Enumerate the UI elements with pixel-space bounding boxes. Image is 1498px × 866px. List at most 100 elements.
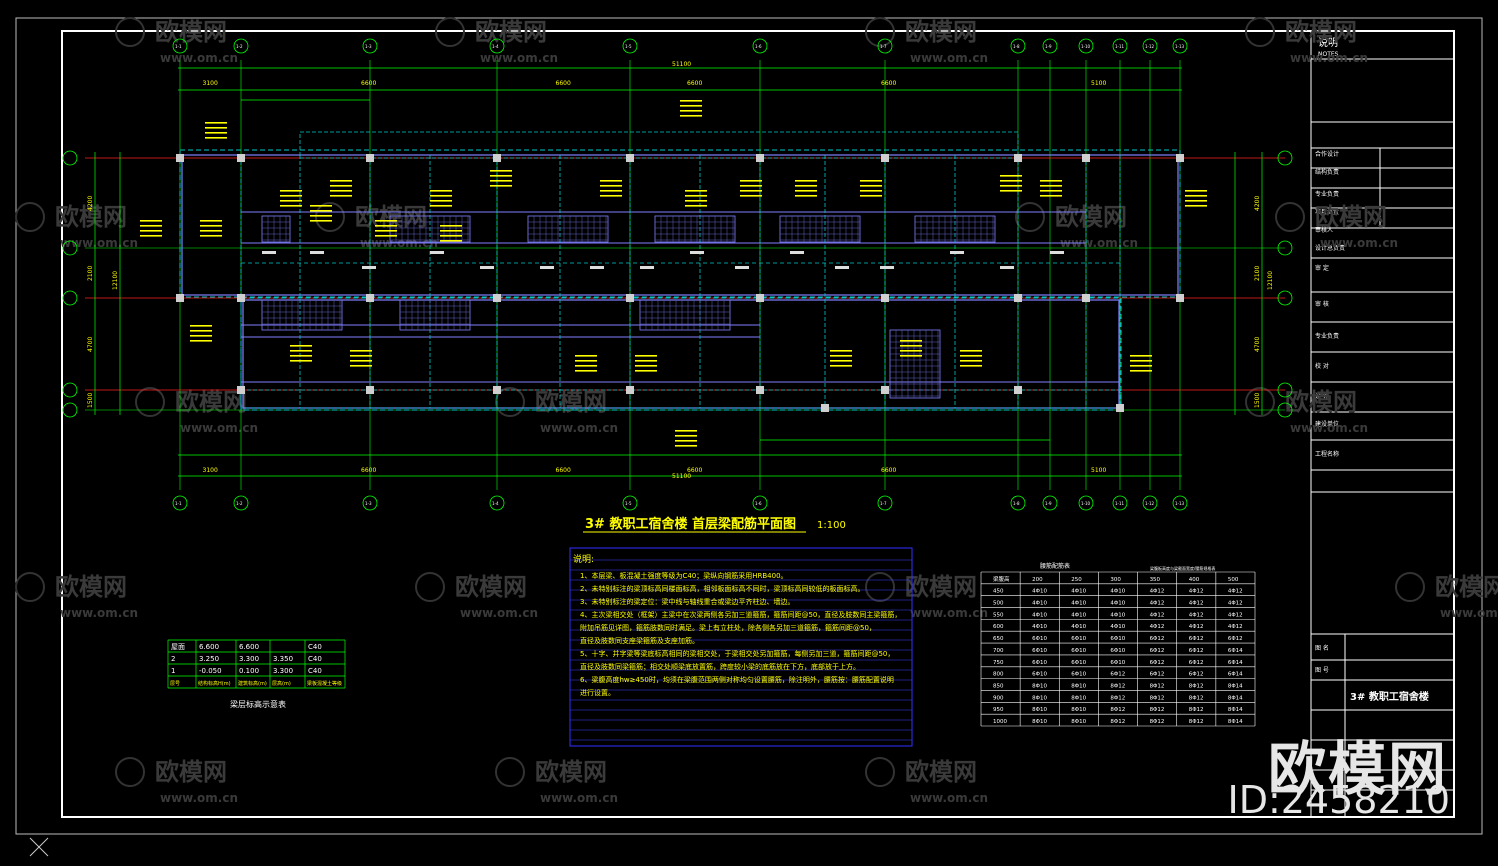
dimension-text: 6600 [361,80,376,87]
waist-table-cell: 8Φ10 [1032,707,1047,713]
waist-table-cell: 4Φ10 [1110,589,1125,595]
beam-annotation-line [280,200,302,202]
axis-bubble-label: 1-12 [1145,44,1155,49]
beam-annotation-line [200,230,222,232]
beam-annotation [795,180,817,197]
beam-annotation-line [575,365,597,367]
beam-annotation-line [1185,190,1207,192]
waist-table-cell: 900 [993,695,1004,701]
beam-annotation-line [1040,195,1062,197]
beam-annotation [600,180,622,197]
axis-bubble [362,38,378,54]
axis-bubble [752,495,768,511]
hatched-panel-border [261,299,343,331]
column [626,386,634,394]
beam-annotation-line [440,225,462,227]
watermark-brand: 欧模网 [535,388,607,416]
waist-table-cell: 8Φ12 [1150,683,1165,689]
beam-annotation-line [200,235,222,237]
beam-annotation-line [490,170,512,172]
axis-bubble-label: 1-8 [1013,44,1020,49]
axis-bubble [489,38,505,54]
column [493,294,501,302]
beam-plan [140,100,1207,447]
axis-bubble [1078,495,1094,511]
waist-table-cell: 8Φ12 [1110,707,1125,713]
beam-annotation [635,355,657,372]
watermark-brand: 欧模网 [55,573,127,601]
beam-annotation-line [1040,180,1062,182]
beam-top-strip [299,131,1019,159]
axis-bubble [1172,495,1188,511]
beam-annotation [740,180,762,197]
axis-bubble [1042,38,1058,54]
watermark-brand: 欧模网 [155,758,227,786]
beam-annotation-line [280,190,302,192]
title-block-row-label: 设 计 [1315,392,1329,400]
outer-frame [15,17,1483,835]
waist-table-cell: 4Φ12 [1189,601,1204,607]
column [1116,404,1124,412]
watermark-site: www.om.cn [60,236,138,250]
dimension-tag [835,266,849,269]
waist-table-cell: 1000 [993,719,1007,725]
axis-bubble-label: 1-7 [880,44,887,49]
waist-table-caption: 腰筋配筋表 [1040,562,1070,570]
watermark-logo-icon [435,17,465,47]
hatched-panel [914,215,996,243]
waist-table-cell: 4Φ12 [1228,589,1243,595]
beam-annotation-line [330,180,352,182]
beam-annotation [680,100,702,117]
beam-annotation [310,205,332,222]
waist-table-cell: 700 [993,648,1004,654]
column [493,386,501,394]
dimension-text: 5100 [1091,467,1106,474]
side-dimension-text: 2100 [87,266,94,281]
column [1014,154,1022,162]
watermark-logo-icon [865,17,895,47]
waist-table-cell: 8Φ12 [1150,695,1165,701]
elevation-table-header: 结构标高H(m) [198,680,231,687]
waist-table-cell: 4Φ12 [1228,624,1243,630]
beam-annotation [575,355,597,372]
hatched-panel-border [527,215,609,243]
beam-annotation-line [490,180,512,182]
title-block-row-label: 校 对 [1315,362,1329,370]
notes-line: 1、本层梁、板混凝土强度等级为C40；梁纵向钢筋采用HRB400。 [580,571,788,580]
axis-bubble-label: 1-1 [175,44,182,49]
waist-table-cell: 8Φ10 [1032,719,1047,725]
hatched-panel [639,299,731,331]
elevation-table-cell: -0.050 [199,667,222,675]
watermark-brand: 欧模网 [1285,388,1357,416]
beam-annotation-line [830,360,852,362]
watermark-site: www.om.cn [480,51,558,65]
beam-annotation-line [1130,370,1152,372]
watermark-site: www.om.cn [910,606,988,620]
title-block-row-label: 图 名 [1315,644,1329,652]
beam-annotation-line [290,355,312,357]
waist-table-cell: 4Φ10 [1110,612,1125,618]
watermark-brand: 欧模网 [55,203,127,231]
waist-table-cell: 4Φ10 [1071,589,1086,595]
side-total-text: 12100 [1267,271,1274,290]
beam-annotation-line [685,200,707,202]
axis-bubble [877,38,893,54]
beam-annotation-line [795,190,817,192]
beam-annotation-line [680,110,702,112]
column [756,386,764,394]
axis-bubble-label: 1-13 [1175,44,1185,49]
waist-table-cell: 4Φ12 [1150,589,1165,595]
watermark-logo-icon [315,202,345,232]
beam-annotation [290,345,312,362]
column [176,154,184,162]
hatched-panel-border [399,299,471,331]
waist-table-cell: 450 [993,589,1004,595]
waist-table-cell: 8Φ12 [1110,719,1125,725]
beam-annotation-line [830,350,852,352]
beam-annotation-line [675,430,697,432]
beam-annotation-line [430,190,452,192]
beam-annotation [675,430,697,447]
watermark-logo-icon [865,757,895,787]
beam-annotation-line [1185,200,1207,202]
elevation-table-cell: 2 [171,655,175,663]
